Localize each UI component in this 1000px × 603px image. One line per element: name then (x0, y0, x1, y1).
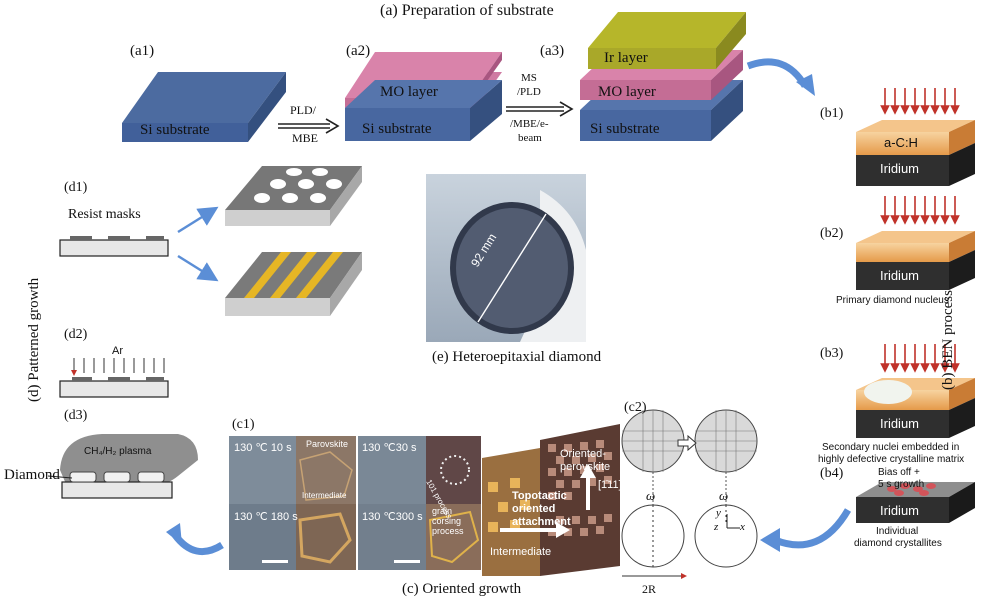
c1-t3: 130 ℃ 180 s (234, 511, 298, 523)
c1-micrographs (229, 436, 481, 570)
c1-grain-1: grain (432, 506, 453, 516)
label-d3: (d3) (64, 408, 88, 423)
label-c2: (c2) (624, 400, 647, 415)
d3-diamond-label: Diamond (4, 467, 60, 483)
a2-mo-label: MO layer (380, 84, 438, 100)
d2-substrate (59, 377, 169, 398)
step1-top: PLD/ (290, 103, 317, 117)
step2-bottom1: /MBE/e- (510, 118, 549, 130)
b4-block (856, 482, 975, 523)
step2-top2: /PLD (517, 86, 541, 98)
section-e-title: (e) Heteroepitaxial diamond (432, 349, 602, 365)
section-a-title: (a) Preparation of substrate (380, 2, 554, 19)
a2-stack (345, 52, 502, 141)
d1-resist-label: Resist masks (68, 207, 141, 222)
arrow-pld-mbe (278, 118, 340, 134)
d2-ar-label: Ar (112, 345, 123, 357)
arrow-a-to-b (746, 58, 809, 88)
b3-iridium-label: Iridium (880, 416, 920, 431)
d3-plasma-assembly (47, 434, 198, 499)
label-a1: (a1) (130, 43, 155, 59)
c1-grain-3: process (432, 526, 464, 536)
c2-omega-right: ω (719, 488, 729, 503)
e-photo (426, 174, 586, 342)
b3-secondary-2: highly defective crystalline matrix (818, 454, 965, 465)
arrow-ms-pld (506, 101, 574, 117)
section-c-title: (c) Oriented growth (402, 581, 522, 597)
a1-si-slab (122, 72, 286, 142)
label-b3: (b3) (820, 346, 844, 361)
label-d2: (d2) (64, 327, 88, 342)
c1-topo-3: attachment (512, 516, 571, 528)
a3-mo-label: MO layer (598, 84, 656, 100)
b3-bias-1: Bias off + (878, 467, 920, 478)
a3-ir-label: Ir layer (604, 50, 648, 66)
label-b1: (b1) (820, 106, 844, 121)
label-a2: (a2) (346, 43, 371, 59)
b2-primary-label: Primary diamond nucleus (836, 295, 949, 306)
d1-arrow-up (177, 206, 219, 234)
c1-perovskite-illustration (482, 424, 620, 576)
b2-block (856, 231, 975, 290)
b4-crystallites-1: Individual (876, 526, 919, 537)
label-b2: (b2) (820, 226, 844, 241)
a1-si-label: Si substrate (140, 122, 210, 138)
b4-iridium-label: Iridium (880, 503, 920, 518)
c1-topo-1: Topotactic (512, 490, 567, 502)
step2-top1: MS (521, 72, 537, 84)
step2-bottom2: beam (518, 132, 542, 144)
a3-stack (580, 12, 746, 141)
label-a3: (a3) (540, 43, 565, 59)
b1-block (856, 120, 975, 186)
c1-oriented-1: Oriented- (560, 448, 606, 460)
c2-two-r: 2R (642, 582, 657, 596)
label-c1: (c1) (232, 417, 255, 432)
label-b4: (b4) (820, 466, 844, 481)
c2-axis-z: z (714, 521, 719, 533)
arrow-c-to-d-head (166, 523, 182, 545)
arrow-b-to-c (773, 508, 852, 549)
c1-t4: 130 ℃300 s (362, 511, 423, 523)
arrow-c-to-d (172, 532, 224, 556)
c1-intermediate-2: Intermediate (490, 546, 552, 558)
c1-grain-2: corsing (432, 516, 462, 526)
d1-holes-plate (225, 166, 362, 226)
d1-stripes-plate (225, 252, 362, 316)
d2-ar-arrows (71, 358, 165, 376)
c1-topo-2: oriented (512, 503, 556, 515)
b1-ion-arrows (880, 88, 960, 115)
b3-secondary-1: Secondary nuclei embedded in (822, 442, 960, 453)
c2-omega-left: ω (646, 488, 656, 503)
b2-iridium-label: Iridium (880, 268, 920, 283)
arrow-b-to-c-head (760, 528, 780, 552)
c2-axis-y: y (716, 507, 721, 519)
c1-miller: [1̄11] (598, 479, 622, 491)
a2-si-label: Si substrate (362, 121, 432, 137)
label-d1: (d1) (64, 180, 88, 195)
d3-plasma-label: CH₄/H₂ plasma (84, 446, 152, 457)
d1-substrate (59, 236, 169, 257)
b1-iridium-label: Iridium (880, 161, 920, 176)
c1-oriented-2: perovskite (560, 461, 611, 473)
step1-bottom: MBE (292, 131, 319, 145)
c1-intermediate: Intermediate (302, 491, 347, 500)
b1-ach-label: a-C:H (884, 135, 918, 150)
b4-crystallites-2: diamond crystallites (854, 538, 942, 549)
c1-perovskite: Parovskite (306, 439, 349, 449)
b3-ion-arrows (880, 344, 960, 373)
b3-bias-2: 5 s growth (878, 479, 925, 490)
c1-t2: 130 ℃30 s (362, 442, 417, 454)
d1-arrow-down (177, 254, 219, 282)
a3-si-label: Si substrate (590, 121, 660, 137)
b3-block (856, 378, 975, 438)
c2-diffraction (621, 409, 758, 579)
section-d-title: (d) Patterned growth (26, 277, 42, 402)
arrow-a-to-b-head (796, 74, 815, 96)
c1-t1: 130 ℃ 10 s (234, 442, 292, 454)
c2-axis-x: x (740, 521, 745, 533)
b2-ion-arrows (880, 196, 960, 225)
